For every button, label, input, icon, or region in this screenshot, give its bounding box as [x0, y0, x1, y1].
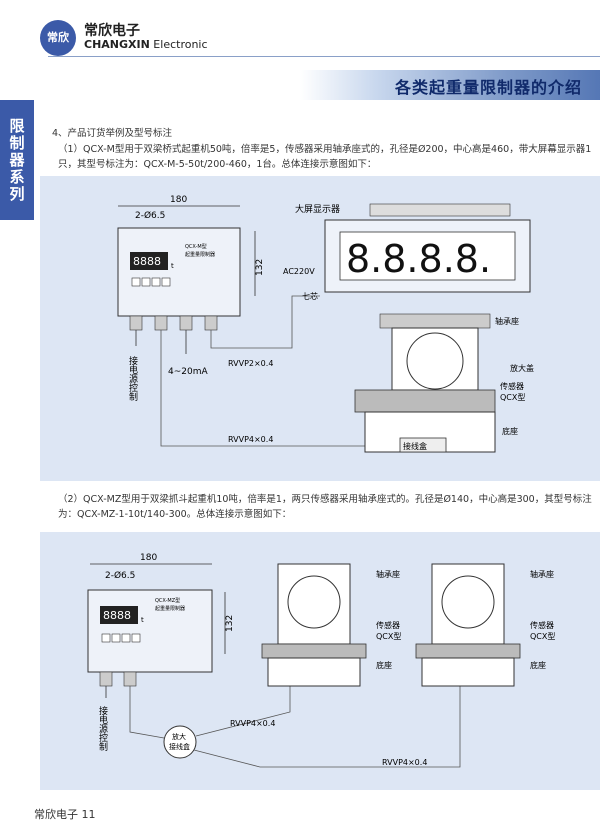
bearing-hole-left [287, 575, 341, 629]
bearing-seat-label-left: 轴承座 [376, 569, 400, 579]
amp-junction-box [163, 725, 197, 759]
sensor-left [261, 643, 367, 659]
cable1-line-2 [195, 682, 291, 737]
big-display-digits: 8.8.8.8. [346, 237, 491, 281]
cable-gland-4 [204, 315, 218, 331]
para2-line2: 为：QCX-MZ-1-10t/140-300。总体连接示意图如下： [58, 509, 292, 520]
brand-name-cn: 常欣电子 [84, 23, 140, 39]
cable1-line [210, 295, 320, 349]
para1-line2: 只，其型号标注为：QCX-M-5-50t/200-460，1台。总体连接示意图如… [58, 159, 377, 170]
brand-name-en: CHANGXIN Electronic [84, 38, 208, 51]
junction-box-label: 接线盒 [403, 441, 427, 451]
dim-holes-2: 2-Ø6.5 [105, 570, 135, 581]
dim-height-2: 132 [225, 615, 235, 632]
controller-model-2: QCX-MZ型 [155, 597, 180, 604]
base-right [421, 657, 515, 687]
cable-gland-2 [154, 315, 168, 331]
power-label: 接电源控制 [127, 355, 138, 401]
big-display-screen [339, 231, 516, 281]
amp-cover-label: 放大盖 [510, 363, 534, 373]
diagram2-svg: 180 2-Ø6.5 132 8888 t QCX-MZ型 起重量限制器 接电源… [87, 553, 555, 768]
big-display-label: 大屏显示器 [295, 203, 340, 215]
controller-name: 起重量限制器 [185, 251, 215, 258]
header-divider [48, 56, 600, 57]
cable2-line [160, 330, 385, 447]
cable-gland-2-1 [99, 671, 113, 687]
side-tab: 限制器系列 [0, 100, 34, 220]
controller-name-2: 起重量限制器 [155, 605, 185, 612]
sensor-type-left: QCX型 [376, 632, 401, 641]
amp-junction-label-2: 接线盒 [169, 742, 190, 751]
sensor-type-right: QCX型 [530, 632, 555, 641]
dim-height: 132 [255, 259, 265, 276]
company-logo: 常欣 [40, 20, 76, 56]
title-banner [300, 70, 600, 100]
brand-name-en-bold: CHANGXIN [84, 38, 150, 51]
controller2-key-1 [101, 633, 111, 643]
bearing-seat-label-right: 轴承座 [530, 569, 554, 579]
output-label: 4~20mA [168, 367, 208, 377]
power-label-2: 接电源控制 [97, 705, 108, 751]
sensor-body [354, 389, 496, 413]
cable-gland-1 [129, 315, 143, 331]
base-label: 底座 [502, 426, 518, 436]
ac-label: AC220V [283, 267, 315, 276]
section-heading: 4、产品订货举例及型号标注 [52, 128, 173, 139]
cable2-label: RVVP4×0.4 [228, 435, 273, 444]
controller-display [130, 252, 168, 270]
bearing-seat [391, 327, 479, 391]
controller-box-2 [87, 589, 213, 673]
junction-box [399, 437, 447, 453]
para1-line1: （1）QCX-M型用于双梁桥式起重机50吨，倍率是5，传感器采用轴承座式的，孔径… [58, 144, 592, 155]
cable-gland-2-2 [123, 671, 137, 687]
controller-key-4 [161, 277, 171, 287]
diagram1-panel: 180 2-Ø6.5 132 8888 t QCX-M型 起重量限制器 接电源控… [40, 176, 600, 481]
dim-width-2: 180 [140, 553, 157, 563]
cable-ctrl-junction [129, 686, 165, 739]
cable1-label-2: RVVP4×0.4 [230, 719, 275, 728]
cable2-label-2: RVVP4×0.4 [382, 758, 427, 767]
bearing-hole [406, 332, 464, 390]
bearing-top [379, 313, 491, 329]
sensor-label-right: 传感器 [530, 620, 554, 630]
controller-box [117, 227, 241, 317]
sensor-right [415, 643, 521, 659]
brand-name-en-rest: Electronic [149, 38, 208, 51]
cable-gland-3 [179, 315, 193, 331]
dim-holes: 2-Ø6.5 [135, 210, 165, 221]
controller-display-2 [100, 606, 138, 624]
controller-display-digits-2: 8888 [103, 609, 131, 622]
controller2-key-3 [121, 633, 131, 643]
base-label-left: 底座 [376, 660, 392, 670]
dim-width: 180 [170, 195, 187, 205]
base-left [267, 657, 361, 687]
sensor-type: QCX型 [500, 393, 525, 402]
amp-junction-label-1: 放大 [172, 732, 186, 741]
diagram1-svg: 180 2-Ø6.5 132 8888 t QCX-M型 起重量限制器 接电源控… [117, 195, 534, 453]
sensor-label: 传感器 [500, 381, 524, 391]
page-title: 各类起重量限制器的介绍 [394, 78, 582, 97]
controller-display-unit: t [171, 262, 174, 270]
controller-key-2 [141, 277, 151, 287]
controller2-key-4 [131, 633, 141, 643]
controller2-key-2 [111, 633, 121, 643]
controller-key-3 [151, 277, 161, 287]
bearing-seat-label: 轴承座 [495, 316, 519, 326]
side-tab-label: 限制器系列 [7, 117, 26, 203]
bearing-seat-right [431, 563, 505, 645]
controller-key-1 [131, 277, 141, 287]
cable1-label: RVVP2×0.4 [228, 359, 273, 368]
bearing-hole-right [441, 575, 495, 629]
controller-display-unit-2: t [141, 616, 144, 624]
cable2-line-2 [193, 682, 461, 768]
page-footer: 常欣电子 11 [34, 808, 96, 821]
para2-line1: （2）QCX-MZ型用于双梁抓斗起重机10吨，倍率是1，两只传感器采用轴承座式的… [58, 494, 592, 505]
diagram2-panel: 180 2-Ø6.5 132 8888 t QCX-MZ型 起重量限制器 接电源… [40, 532, 600, 790]
controller-model: QCX-M型 [185, 243, 207, 250]
seven-core-label: 七芯 [302, 291, 318, 301]
controller-display-digits: 8888 [133, 255, 161, 268]
big-display-bracket [369, 203, 511, 217]
sensor-label-left: 传感器 [376, 620, 400, 630]
base-label-right: 底座 [530, 660, 546, 670]
